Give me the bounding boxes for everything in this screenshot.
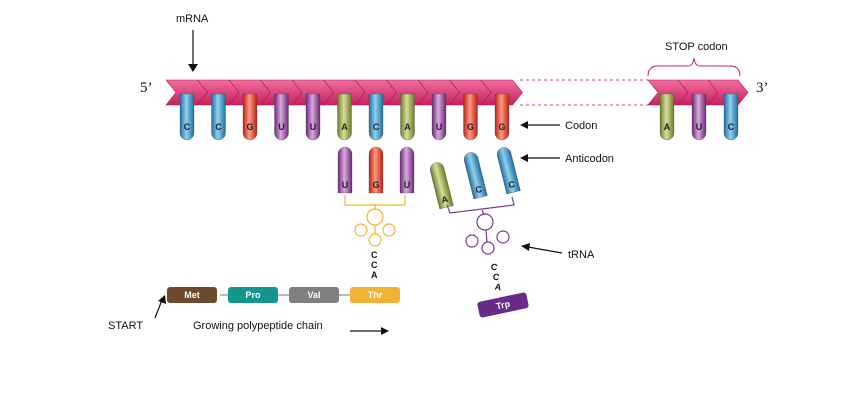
trp-label: Trp [495,299,511,312]
trna1-base-1-letter: U [342,180,349,190]
amino-acid-label: Thr [368,290,383,300]
trna2-cca: C C A [490,262,503,293]
trna1-base-2-letter: G [372,180,379,190]
mrna-base-11: G [494,93,510,141]
amino-acid-val: Val [289,287,339,303]
trna2-cca-c2: C [492,272,501,283]
arrows [154,30,563,335]
trna1-body [344,195,406,247]
trna1-cca-c1: C [371,250,378,260]
mrna-backbone [165,79,523,106]
trna2-base-1-letter: A [440,194,449,205]
amino-acid-thr: Thr [350,287,400,303]
codon-arrowhead [520,121,528,129]
mrna-backbone-stop-segment [647,79,749,106]
mrna-arrowhead [188,64,198,72]
mrna-base-11-letter: G [498,122,505,132]
chain-direction-arrowhead [381,327,389,335]
mrna-base-2: C [211,93,226,141]
trp-amino-acid: Trp [477,292,529,318]
stop-codon-label: STOP codon [665,41,728,53]
mrna-base-7-letter: C [373,122,380,132]
three-prime-label: 3’ [756,80,769,96]
mrna-base-9: U [431,93,447,141]
mrna-base-6-letter: A [341,122,348,132]
stop-codon-brace [647,57,741,77]
trna-arrowhead [521,243,530,251]
trna1-base-1: U [337,146,353,194]
amino-acid-pro: Pro [228,287,278,303]
mrna-base-2-letter: C [215,122,222,132]
mrna-base-8: A [400,93,415,141]
start-arrowhead [158,295,166,304]
trna2-base-3: C [496,147,521,195]
trna1-cca: C C A [371,250,378,280]
trna2-base-3-letter: C [507,179,516,190]
trna1-base-2: G [368,146,384,194]
mrna-base-10-letter: G [467,122,474,132]
amino-acid-label: Met [184,290,200,300]
trna2-base-2: C [463,152,488,200]
stop-base-3: C [723,93,739,141]
mrna-base-6: A [337,93,352,141]
mrna-chevron [480,79,523,106]
trna2-base-1: A [429,162,454,210]
trna2-cca-a: A [494,282,503,293]
start-label: START [108,320,143,332]
mrna-base-9-letter: U [436,122,443,132]
mrna-base-1: C [179,93,195,141]
growing-chain-label: Growing polypeptide chain [193,320,323,332]
mrna-base-4-letter: U [278,122,285,132]
trna2-body [446,196,515,255]
amino-acid-met: Met [167,287,217,303]
stop-base-2: U [691,93,707,141]
anticodon-arrowhead [520,154,528,162]
trna1-base-3: U [399,146,415,194]
mrna-base-10: G [463,93,478,141]
trna1-cca-a: A [371,270,378,280]
mrna-base-8-letter: A [404,122,411,132]
trna1-base-3-letter: U [404,180,411,190]
five-prime-label: 5’ [140,80,153,96]
mrna-base-3: G [242,93,258,141]
stop-base-2-letter: U [696,122,703,132]
codon-label: Codon [565,120,597,132]
stop-base-3-letter: C [728,122,735,132]
mrna-label: mRNA [176,13,209,25]
mrna-base-5-letter: U [310,122,317,132]
trna1-cca-c2: C [371,260,378,270]
trna2-anticodon-bases: A C C [429,147,521,210]
mrna-base-7: C [368,93,384,141]
anticodon-label: Anticodon [565,153,614,165]
mrna-base-1-letter: C [184,122,191,132]
trna2-base-2-letter: C [474,184,483,195]
trna-arrow [527,246,563,254]
stop-base-1: A [659,93,675,141]
mrna-base-5: U [305,93,321,141]
amino-acid-label: Val [307,290,320,300]
mrna-base-4: U [274,93,289,141]
stop-base-1-letter: A [664,122,671,132]
trna-label: tRNA [568,249,595,261]
trna2-cca-c1: C [490,262,499,273]
start-arrow [154,299,163,319]
mrna-base-3-letter: G [246,122,253,132]
amino-acid-label: Pro [245,290,261,300]
polypeptide-chain: Met Pro Val Thr [167,287,400,303]
